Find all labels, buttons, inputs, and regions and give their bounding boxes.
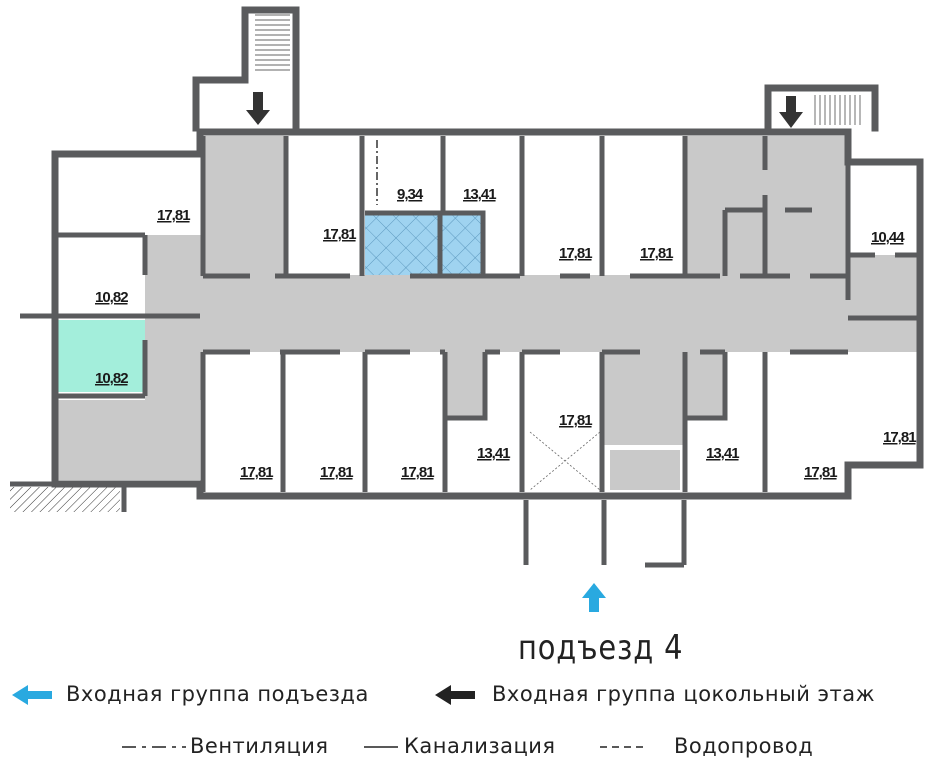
bathroom (365, 213, 483, 275)
room-area-label[interactable]: 13,41 (706, 445, 740, 462)
selected-room-highlight[interactable] (58, 320, 145, 392)
room-area-label[interactable]: 13,41 (477, 445, 511, 462)
legend-ventilation: Вентиляция (190, 734, 329, 758)
room-area-label[interactable]: 17,81 (559, 412, 593, 429)
room-area-label[interactable]: 9,34 (397, 186, 425, 203)
room-area-label[interactable]: 17,81 (559, 245, 593, 262)
entrance-label: подъезд 4 (518, 628, 684, 668)
legend-sewer: Канализация (404, 734, 556, 758)
entrance-arrow[interactable] (582, 583, 606, 612)
room-area-label[interactable]: 17,81 (240, 464, 274, 481)
room-area-label[interactable]: 17,81 (320, 464, 354, 481)
room-area-label[interactable]: 10,44 (871, 229, 906, 246)
room-area-label[interactable]: 17,81 (804, 464, 838, 481)
shaft-cross (529, 431, 601, 491)
room-area-label[interactable]: 17,81 (401, 464, 435, 481)
hatched-ramp (10, 487, 120, 512)
room-area-label[interactable]: 17,81 (883, 429, 917, 446)
basement-entrance-arrow-left (246, 92, 270, 125)
legend-basement-group: Входная группа цокольный этаж (492, 682, 876, 706)
legend-basement-arrow-icon (435, 685, 475, 705)
walls (20, 6, 924, 568)
stairs-left-icon (255, 14, 290, 71)
room-area-label[interactable]: 10,82 (95, 289, 129, 306)
room-area-label[interactable]: 13,41 (463, 186, 497, 203)
legend-entrance-group: Входная группа подъезда (66, 682, 369, 706)
room-area-label[interactable]: 17,81 (640, 245, 674, 262)
room-area-label[interactable]: 17,81 (157, 207, 191, 224)
legend-water: Водопровод (674, 734, 814, 758)
basement-entrance-arrow-right (779, 96, 803, 128)
stairs-right-icon (814, 95, 861, 125)
legend-entrance-arrow-icon (12, 685, 52, 705)
room-area-label[interactable]: 10,82 (95, 370, 129, 387)
room-labels: 17,81 10,82 10,82 17,81 9,34 13,41 17,81… (95, 186, 917, 481)
room-area-label[interactable]: 17,81 (323, 226, 357, 243)
